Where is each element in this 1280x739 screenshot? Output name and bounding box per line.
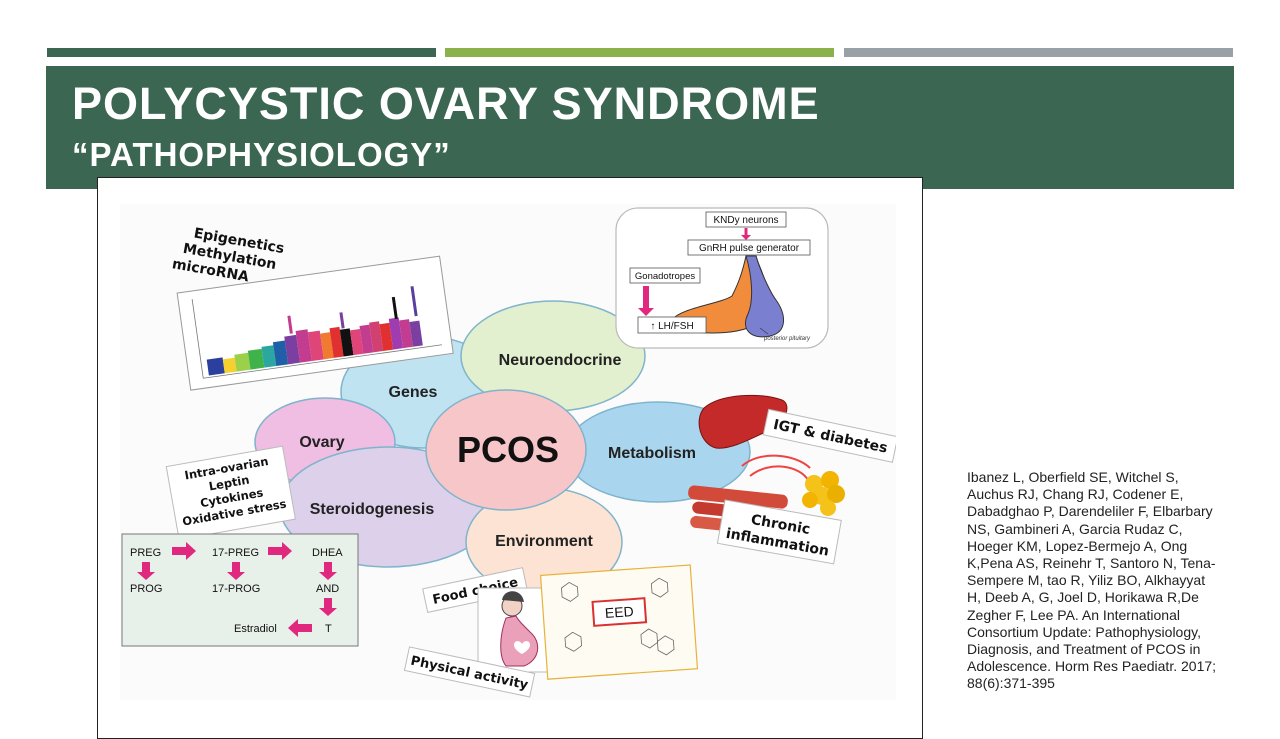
citation-text: Ibanez L, Oberfield SE, Witchel S, Auchu…: [967, 469, 1217, 692]
pcos-diagram-svg: Genes Neuroendocrine Ovary Metabolism St…: [121, 207, 899, 698]
lh-fsh-label: ↑ LH/FSH: [650, 321, 693, 332]
adipose-icon: [802, 471, 845, 516]
prog-label: PROG: [130, 583, 162, 595]
petal-environment-label: Environment: [495, 533, 593, 550]
preg17-label: 17-PREG: [212, 547, 259, 559]
neuroendocrine-panel: KNDy neurons GnRH pulse generator Gonado…: [615, 207, 829, 349]
petal-genes-label: Genes: [389, 384, 438, 401]
accent-bar-gray: [844, 48, 1233, 57]
igt-card: IGT & diabetes: [762, 408, 899, 463]
estradiol-label: Estradiol: [234, 623, 277, 635]
eed-panel: EED: [539, 564, 699, 680]
chronic-inflammation-card: Chronic inflammation: [716, 499, 842, 565]
petal-neuroendocrine-label: Neuroendocrine: [499, 352, 622, 369]
gnrh-label: GnRH pulse generator: [699, 243, 800, 254]
eed-label: EED: [604, 603, 634, 621]
steroid-pathway-box: PREG 17-PREG DHEA PROG 17-PROG AND Estra…: [121, 533, 359, 647]
slide-title: POLYCYSTIC OVARY SYNDROME: [72, 78, 820, 129]
epigenetics-card: [176, 255, 454, 391]
intra-ovarian-card: Intra-ovarian Leptin Cytokines Oxidative…: [165, 445, 296, 541]
prog17-label: 17-PROG: [212, 583, 260, 595]
gonadotropes-label: Gonadotropes: [635, 271, 695, 282]
pcos-diagram: Genes Neuroendocrine Ovary Metabolism St…: [120, 204, 899, 700]
posterior-pituitary-label: posterior pituitary: [763, 336, 811, 342]
pancreas-icon: [741, 454, 811, 481]
t-label: T: [325, 623, 332, 635]
title-banner: POLYCYSTIC OVARY SYNDROME “PATHOPHYSIOLO…: [46, 66, 1234, 189]
and-label: AND: [316, 583, 339, 595]
dhea-label: DHEA: [312, 547, 343, 559]
accent-bar-dark-green: [47, 48, 436, 57]
accent-bar-light-green: [445, 48, 834, 57]
pcos-center-circle: [425, 389, 587, 511]
petal-steroidogenesis-label: Steroidogenesis: [310, 501, 435, 518]
slide-subtitle: “PATHOPHYSIOLOGY”: [72, 136, 451, 173]
pcos-center-label: PCOS: [457, 429, 559, 470]
preg-label: PREG: [130, 547, 161, 559]
figure-frame: Genes Neuroendocrine Ovary Metabolism St…: [97, 177, 923, 739]
kndy-neurons-label: KNDy neurons: [713, 215, 778, 226]
petal-ovary-label: Ovary: [299, 434, 344, 451]
petal-metabolism-label: Metabolism: [608, 445, 696, 462]
